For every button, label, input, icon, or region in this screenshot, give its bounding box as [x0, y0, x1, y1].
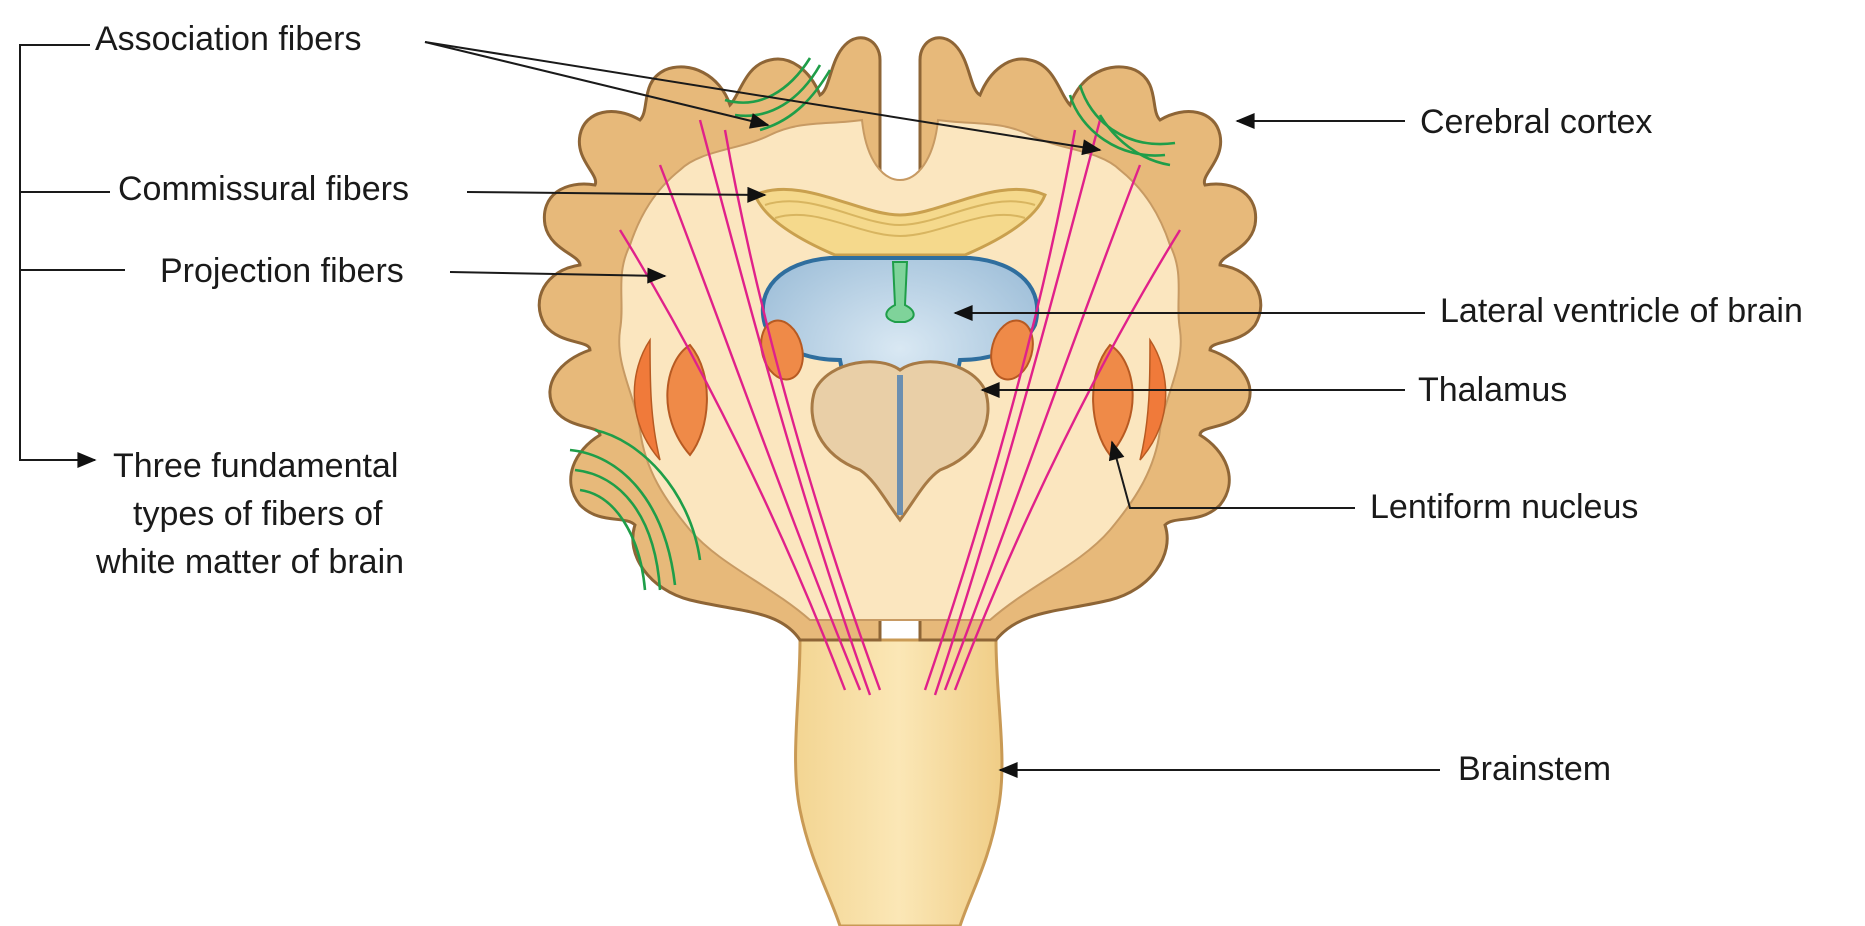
brain-illustration — [539, 38, 1261, 926]
label-three-types-line2: types of fibers of — [133, 495, 383, 533]
label-lateral-ventricle: Lateral ventricle of brain — [1440, 292, 1803, 330]
label-association-fibers: Association fibers — [95, 20, 361, 58]
brainstem-shape — [796, 640, 1002, 926]
label-brainstem: Brainstem — [1458, 750, 1611, 788]
label-cerebral-cortex: Cerebral cortex — [1420, 103, 1652, 141]
label-projection-fibers: Projection fibers — [160, 252, 404, 290]
fiber-types-bracket — [20, 45, 95, 460]
label-three-types-line1: Three fundamental — [113, 447, 398, 485]
label-thalamus: Thalamus — [1418, 371, 1567, 409]
label-three-types-line3: white matter of brain — [95, 543, 404, 581]
label-lentiform-nucleus: Lentiform nucleus — [1370, 488, 1638, 526]
label-commissural-fibers: Commissural fibers — [118, 170, 409, 208]
